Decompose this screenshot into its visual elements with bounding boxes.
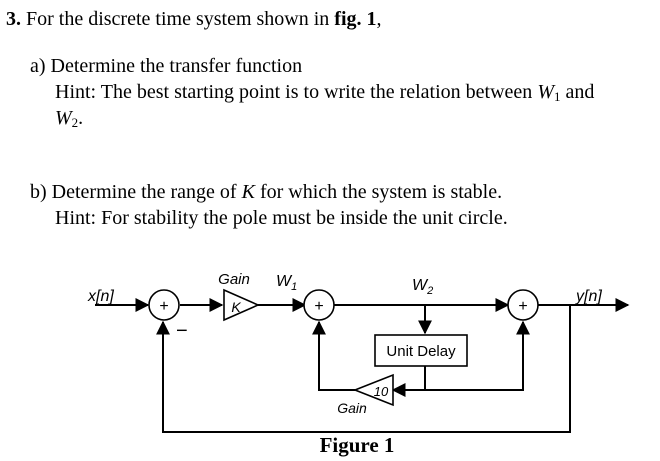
w1-variable: W: [537, 81, 554, 103]
sum-junction-1: +: [148, 289, 180, 321]
gain-k-block: K: [223, 288, 260, 322]
svg-text:+: +: [518, 298, 527, 315]
delay-to-sum3-line: [424, 320, 530, 391]
part-a-question: a) Determine the transfer function: [30, 54, 302, 78]
gain-k-value: K: [231, 299, 241, 315]
gain10-to-sum2-line: [312, 320, 355, 391]
problem-intro: For the discrete time system shown in: [26, 8, 330, 30]
unit-delay-label: Unit Delay: [386, 343, 456, 360]
outer-feedback-line: [156, 305, 571, 433]
w2-variable: W: [55, 107, 72, 129]
gain-10-block: 10: [352, 373, 394, 407]
gain-10-value: 10: [374, 384, 389, 399]
part-b-text-suffix: for which the system is stable.: [259, 181, 503, 203]
part-a-label: a): [30, 55, 46, 77]
part-b-text-prefix: Determine the range of: [51, 181, 237, 203]
sum-junction-2: +: [303, 289, 335, 321]
w1-label: W1: [276, 273, 297, 293]
input-label: x[n]: [87, 288, 114, 305]
sum-junction-3: +: [507, 289, 539, 321]
gain-k-label: Gain: [218, 271, 250, 288]
w2-label: W2: [412, 277, 433, 297]
minus-sign: −: [176, 320, 188, 342]
figure-caption: Figure 1: [320, 433, 395, 457]
part-a-hint-and: and: [565, 81, 595, 103]
k-variable: K: [241, 181, 255, 203]
part-a-hint-cont: W2.: [55, 106, 83, 130]
part-b-hint: Hint: For stability the pole must be ins…: [55, 206, 508, 230]
output-label: y[n]: [575, 288, 602, 305]
part-b-hint-text: Hint: For stability the pole must be ins…: [55, 207, 508, 229]
problem-number: 3.: [6, 8, 21, 30]
gain-10-label: Gain: [337, 400, 367, 416]
part-a-hint: Hint: The best starting point is to writ…: [55, 80, 594, 104]
part-a-hint-text: Hint: The best starting point is to writ…: [55, 81, 533, 103]
svg-text:+: +: [314, 298, 323, 315]
w1-subscript: 1: [553, 89, 561, 104]
unit-delay-block: Unit Delay: [374, 334, 468, 367]
part-b-label: b): [30, 181, 47, 203]
problem-intro-end: ,: [376, 8, 382, 30]
figure-reference: fig. 1: [334, 8, 377, 30]
part-a-text: Determine the transfer function: [50, 55, 303, 77]
part-a-hint-end: .: [78, 107, 84, 129]
part-b-question: b) Determine the range of K for which th…: [30, 180, 502, 204]
w2-subscript: 2: [71, 115, 79, 130]
problem-heading: 3. For the discrete time system shown in…: [6, 7, 382, 31]
svg-text:+: +: [159, 298, 168, 315]
